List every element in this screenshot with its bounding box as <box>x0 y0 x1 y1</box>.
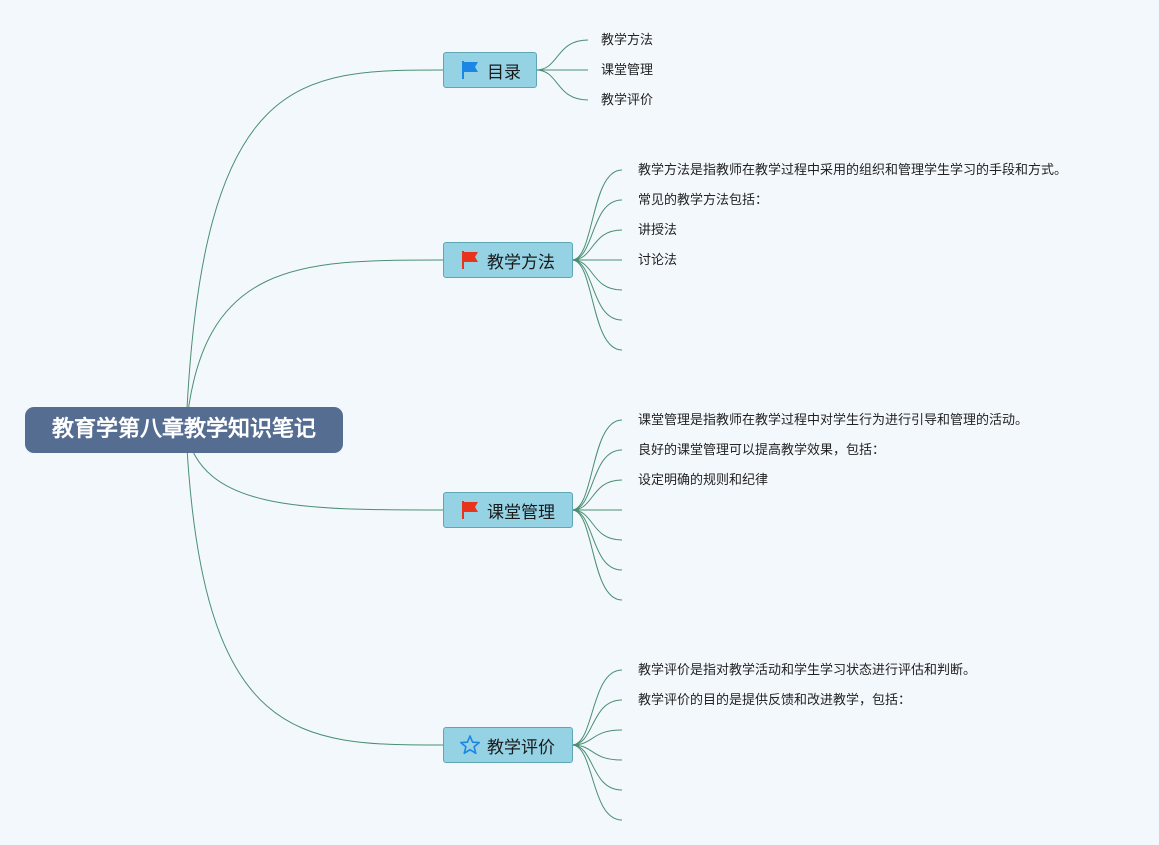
branch-label: 课堂管理 <box>487 502 555 523</box>
connector-line <box>571 699 623 746</box>
leaf-topic[interactable]: 教学评价 <box>601 93 654 108</box>
connector-line <box>571 259 623 321</box>
connector-line <box>535 39 589 71</box>
branch-label: 教学评价 <box>487 737 555 758</box>
branch-topic-contents[interactable]: 目录 <box>443 52 537 88</box>
connector-line <box>571 449 623 511</box>
branch-label: 教学方法 <box>487 252 555 273</box>
leaf-topic[interactable]: 课堂管理 <box>601 63 654 78</box>
connector-line <box>571 229 623 261</box>
connector-line <box>571 509 623 601</box>
connector-line <box>571 199 623 261</box>
connector-line <box>185 429 444 746</box>
red-flag-icon <box>459 499 481 521</box>
connector-line <box>571 259 623 291</box>
connector-line <box>185 259 444 431</box>
connector-line <box>571 419 623 511</box>
branch-topic-classroom-management[interactable]: 课堂管理 <box>443 492 573 528</box>
connector-line <box>571 479 623 511</box>
leaf-topic[interactable]: 课堂管理是指教师在教学过程中对学生行为进行引导和管理的活动。 <box>638 413 1029 428</box>
leaf-topic[interactable]: 良好的课堂管理可以提高教学效果，包括： <box>638 443 886 458</box>
leaf-topic[interactable]: 常见的教学方法包括： <box>638 193 769 208</box>
leaf-topic[interactable]: 讨论法 <box>638 253 678 268</box>
connector-line <box>535 69 589 101</box>
leaf-topic[interactable]: 教学方法是指教师在教学过程中采用的组织和管理学生学习的手段和方式。 <box>638 163 1068 178</box>
connector-line <box>185 429 444 511</box>
branch-label: 目录 <box>487 62 521 83</box>
connector-line <box>571 169 623 261</box>
connector-line <box>571 744 623 791</box>
connector-line <box>571 669 623 746</box>
leaf-topic[interactable]: 教学方法 <box>601 33 654 48</box>
connector-line <box>571 744 623 821</box>
branch-topic-teaching-methods[interactable]: 教学方法 <box>443 242 573 278</box>
blue-flag-icon <box>459 59 481 81</box>
star-icon <box>459 734 481 756</box>
connector-line <box>571 509 623 571</box>
leaf-topic[interactable]: 教学评价的目的是提供反馈和改进教学，包括： <box>638 693 912 708</box>
branch-topic-teaching-evaluation[interactable]: 教学评价 <box>443 727 573 763</box>
leaf-topic[interactable]: 设定明确的规则和纪律 <box>638 473 769 488</box>
red-flag-icon <box>459 249 481 271</box>
leaf-topic[interactable]: 讲授法 <box>638 223 678 238</box>
connector-line <box>571 259 623 351</box>
leaf-topic[interactable]: 教学评价是指对教学活动和学生学习状态进行评估和判断。 <box>638 663 977 678</box>
connector-line <box>571 744 623 761</box>
root-topic[interactable]: 教育学第八章教学知识笔记 <box>25 407 343 453</box>
connector-line <box>571 729 623 746</box>
connector-line <box>571 509 623 541</box>
connector-line <box>185 69 444 431</box>
